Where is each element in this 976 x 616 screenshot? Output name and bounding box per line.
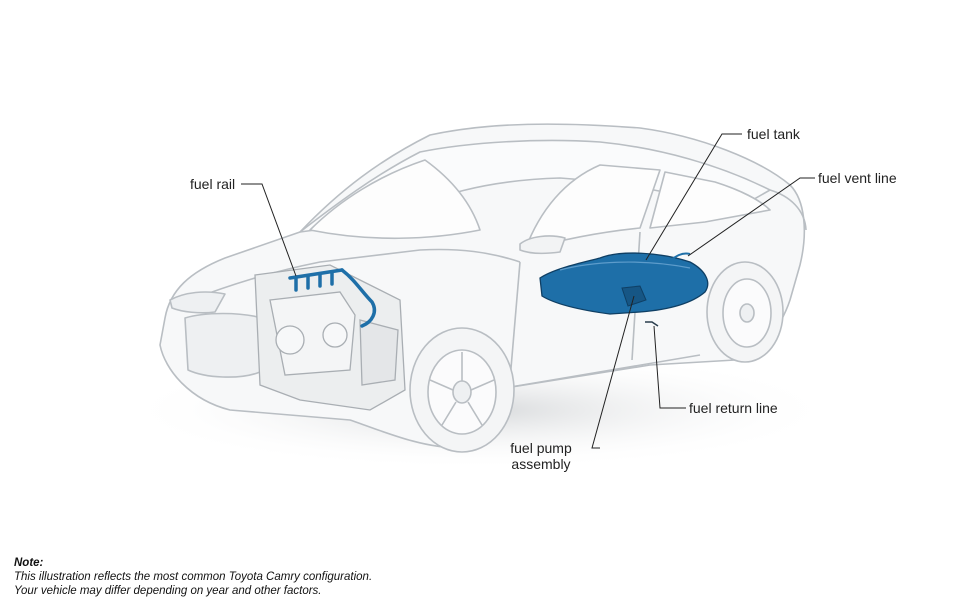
- fuel-return-line: [645, 321, 659, 327]
- front-wheel: [409, 327, 515, 453]
- note-line-2: Your vehicle may differ depending on yea…: [14, 585, 322, 597]
- fuel-rail-leader: [241, 183, 297, 277]
- fuel-rail: [288, 268, 377, 328]
- rear-wheel: [706, 261, 784, 363]
- fuel-tank-label: fuel tank: [747, 126, 800, 142]
- fuel-pump-label-line1: fuel pump: [510, 440, 572, 456]
- fuel-vent-line-label: fuel vent line: [818, 170, 897, 186]
- fuel-pump-label-line2: assembly: [511, 456, 571, 472]
- fuel-vent-line-leader: [687, 177, 815, 257]
- note-line-1: This illustration reflects the most comm…: [14, 571, 373, 583]
- fuel-vent-line: [667, 252, 691, 263]
- fuel-return-line-leader: [653, 325, 686, 409]
- engine: [254, 264, 406, 411]
- footnote: Note: This illustration reflects the mos…: [14, 556, 372, 598]
- fuel-rail-label: fuel rail: [190, 176, 236, 192]
- fuel-pump-assembly-label: fuel pump assembly: [506, 440, 576, 472]
- fuel-pump-leader: [591, 295, 635, 449]
- fuel-tank-leader: [645, 133, 742, 261]
- leader-lines: [241, 133, 815, 449]
- fuel-return-line-label: fuel return line: [689, 400, 778, 416]
- note-title: Note:: [14, 557, 44, 569]
